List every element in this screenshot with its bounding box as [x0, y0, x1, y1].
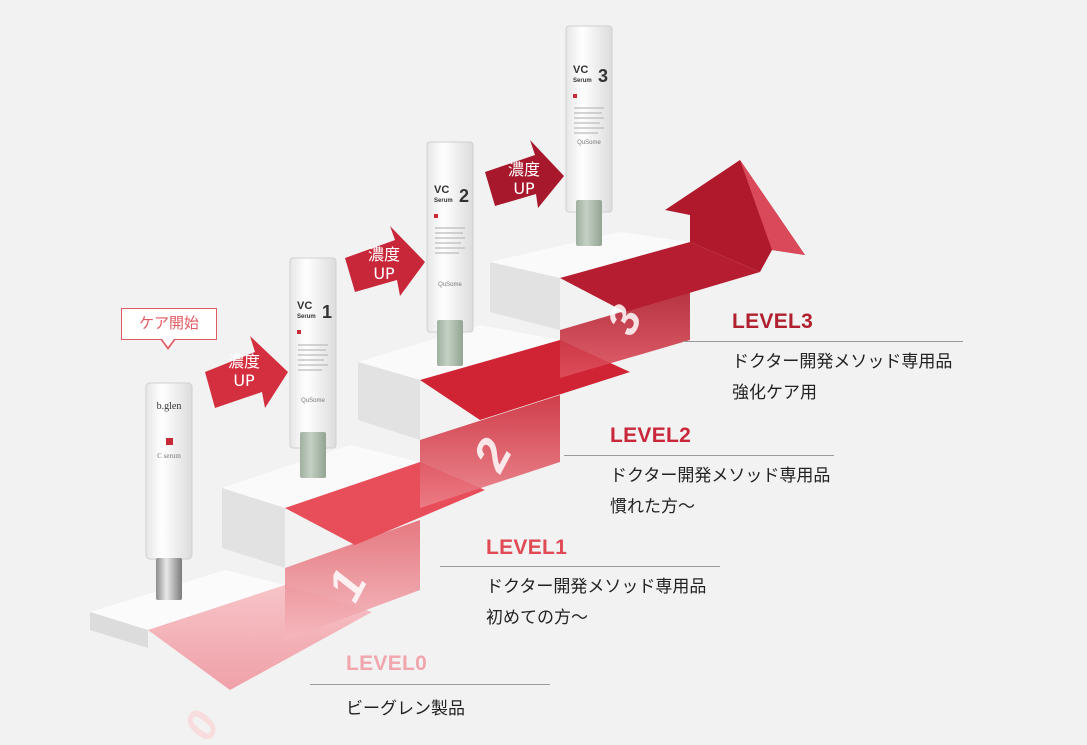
bglen-name: C serum	[157, 452, 181, 460]
product-vc-serum-1	[289, 257, 337, 478]
step-3-tread	[560, 242, 760, 312]
arrow-up-1	[205, 336, 288, 408]
level3-desc-line2: 強化ケア用	[732, 383, 817, 403]
level0-desc-line1: ビーグレン製品	[346, 699, 465, 719]
level1-description: ドクター開発メソッド専用品 初めての方〜	[486, 572, 706, 634]
serum1-serum: Serum	[297, 314, 316, 320]
arrow-label-2-line1: 濃度	[367, 245, 400, 264]
serum1-maker: QuSome	[301, 398, 325, 404]
level3-description: ドクター開発メソッド専用品 強化ケア用	[732, 347, 952, 409]
arrow-label-1: 濃度 UP	[216, 352, 272, 390]
concentration-arrows	[205, 140, 564, 408]
level2-title: LEVEL2	[610, 424, 692, 447]
serum1-number: 1	[322, 302, 332, 322]
level3-divider	[683, 341, 963, 342]
level0-description: ビーグレン製品	[346, 694, 465, 725]
arrow-label-3-line1: 濃度	[507, 160, 540, 179]
level2-divider	[564, 455, 834, 456]
arrow-label-3: 濃度 UP	[496, 160, 552, 198]
serum2-serum: Serum	[434, 198, 453, 204]
step-1-riser	[285, 520, 420, 640]
product-vc-serum-2	[426, 141, 474, 366]
level1-desc-line2: 初めての方〜	[486, 608, 588, 628]
level1-title: LEVEL1	[486, 536, 568, 559]
level3-title: LEVEL3	[732, 310, 814, 333]
step-2-riser	[420, 395, 560, 508]
level2-desc-line2: 慣れた方〜	[610, 497, 695, 517]
arrow-up-2	[345, 226, 425, 296]
red-staircase	[148, 160, 805, 690]
serum2-vc: VC	[434, 184, 449, 196]
serum2-maker: QuSome	[438, 282, 462, 288]
level1-divider	[440, 566, 720, 567]
arrow-label-1-line2: UP	[233, 371, 255, 390]
serum3-vc: VC	[573, 64, 588, 76]
arrow-label-2-line2: UP	[373, 264, 395, 283]
step-3-riser	[560, 292, 690, 378]
level0-title: LEVEL0	[346, 652, 428, 675]
serum3-maker: QuSome	[577, 140, 601, 146]
arrow-up-3	[485, 140, 564, 208]
level2-desc-line1: ドクター開発メソッド専用品	[610, 466, 831, 486]
bglen-brand: b.glen	[157, 401, 182, 412]
arrow-label-2: 濃度 UP	[356, 245, 412, 283]
arrow-label-3-line2: UP	[513, 179, 535, 198]
care-start-callout: ケア開始	[121, 308, 217, 340]
level1-desc-line1: ドクター開発メソッド専用品	[486, 577, 707, 597]
product-bglen	[145, 382, 193, 600]
level3-desc-line1: ドクター開発メソッド専用品	[732, 352, 953, 372]
level2-description: ドクター開発メソッド専用品 慣れた方〜	[610, 461, 830, 523]
serum3-number: 3	[598, 66, 608, 86]
step-number-0: 0	[177, 699, 227, 745]
arrow-label-1-line1: 濃度	[227, 352, 260, 371]
product-vc-serum-3	[565, 25, 613, 246]
level0-divider	[310, 684, 550, 685]
serum3-serum: Serum	[573, 78, 592, 84]
serum1-vc: VC	[297, 300, 312, 312]
serum2-number: 2	[459, 186, 469, 206]
